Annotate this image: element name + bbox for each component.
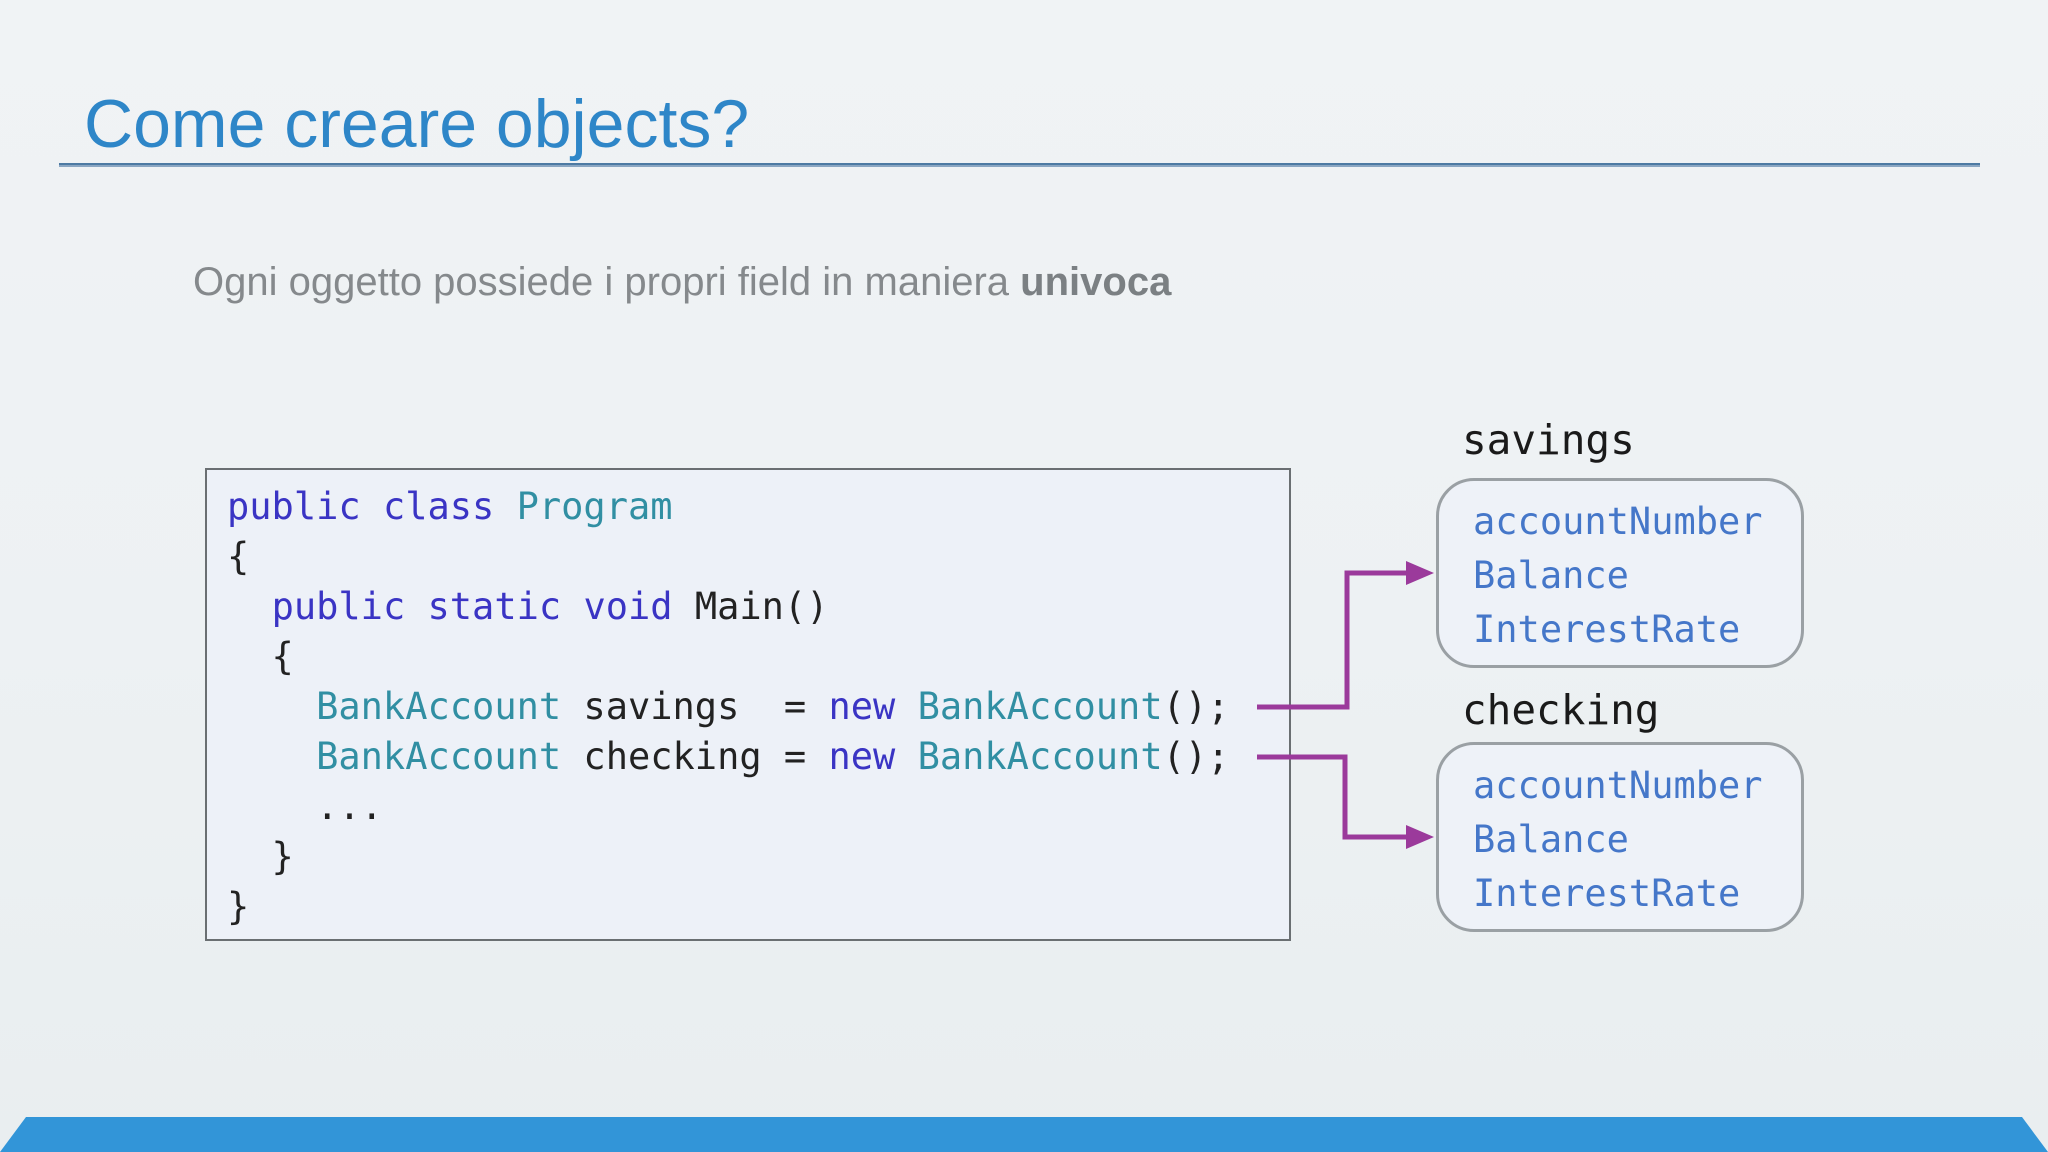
object-field: accountNumber bbox=[1473, 500, 1763, 543]
code-line: { bbox=[227, 632, 1289, 682]
code-token: BankAccount bbox=[917, 735, 1163, 778]
object-field: InterestRate bbox=[1473, 608, 1741, 651]
code-token bbox=[227, 585, 272, 628]
object-label-checking: checking bbox=[1462, 686, 1660, 734]
code-block: public class Program{ public static void… bbox=[205, 468, 1291, 941]
code-token: } bbox=[227, 885, 250, 928]
object-field: Balance bbox=[1473, 818, 1629, 861]
code-token bbox=[227, 735, 316, 778]
code-token: (); bbox=[1162, 685, 1230, 728]
subtitle: Ogni oggetto possiede i propri field in … bbox=[193, 258, 1171, 306]
code-token bbox=[361, 485, 383, 528]
code-token: void bbox=[583, 585, 673, 628]
subtitle-text: Ogni oggetto possiede i propri field in … bbox=[193, 260, 1021, 304]
code-token bbox=[405, 585, 427, 628]
code-line: public class Program bbox=[227, 482, 1289, 532]
code-token bbox=[494, 485, 516, 528]
code-token: public bbox=[227, 485, 361, 528]
code-line: } bbox=[227, 832, 1289, 882]
code-token: savings = bbox=[561, 685, 829, 728]
object-field: accountNumber bbox=[1473, 764, 1763, 807]
code-token: public bbox=[271, 585, 406, 628]
code-token: checking = bbox=[561, 735, 829, 778]
code-token: Main() bbox=[672, 585, 829, 628]
code-line: BankAccount savings = new BankAccount(); bbox=[227, 682, 1289, 732]
code-token: } bbox=[227, 835, 294, 878]
code-line: } bbox=[227, 882, 1289, 932]
code-token bbox=[895, 685, 917, 728]
footer-accent-bar bbox=[0, 1117, 2048, 1152]
code-token: new bbox=[828, 735, 896, 778]
code-token: { bbox=[227, 635, 294, 678]
object-field: InterestRate bbox=[1473, 872, 1741, 915]
code-token: ... bbox=[227, 785, 383, 828]
code-token: static bbox=[427, 585, 562, 628]
code-token: class bbox=[382, 485, 495, 528]
code-token: BankAccount bbox=[917, 685, 1163, 728]
code-token: BankAccount bbox=[316, 735, 562, 778]
code-token bbox=[227, 685, 316, 728]
code-token: (); bbox=[1162, 735, 1230, 778]
subtitle-emphasis: univoca bbox=[1020, 260, 1172, 304]
code-token: { bbox=[227, 535, 250, 578]
code-line: { bbox=[227, 532, 1289, 582]
title-underline bbox=[59, 163, 1980, 167]
code-token: new bbox=[828, 685, 896, 728]
code-token: Program bbox=[516, 485, 673, 528]
object-label-savings: savings bbox=[1462, 416, 1635, 464]
object-field: Balance bbox=[1473, 554, 1629, 597]
code-line: ... bbox=[227, 782, 1289, 832]
code-token: BankAccount bbox=[316, 685, 562, 728]
code-token bbox=[561, 585, 583, 628]
code-line: public static void Main() bbox=[227, 582, 1289, 632]
page-title: Come creare objects? bbox=[84, 86, 750, 162]
code-token bbox=[895, 735, 917, 778]
code-line: BankAccount checking = new BankAccount()… bbox=[227, 732, 1289, 782]
code-lines: public class Program{ public static void… bbox=[207, 470, 1289, 932]
